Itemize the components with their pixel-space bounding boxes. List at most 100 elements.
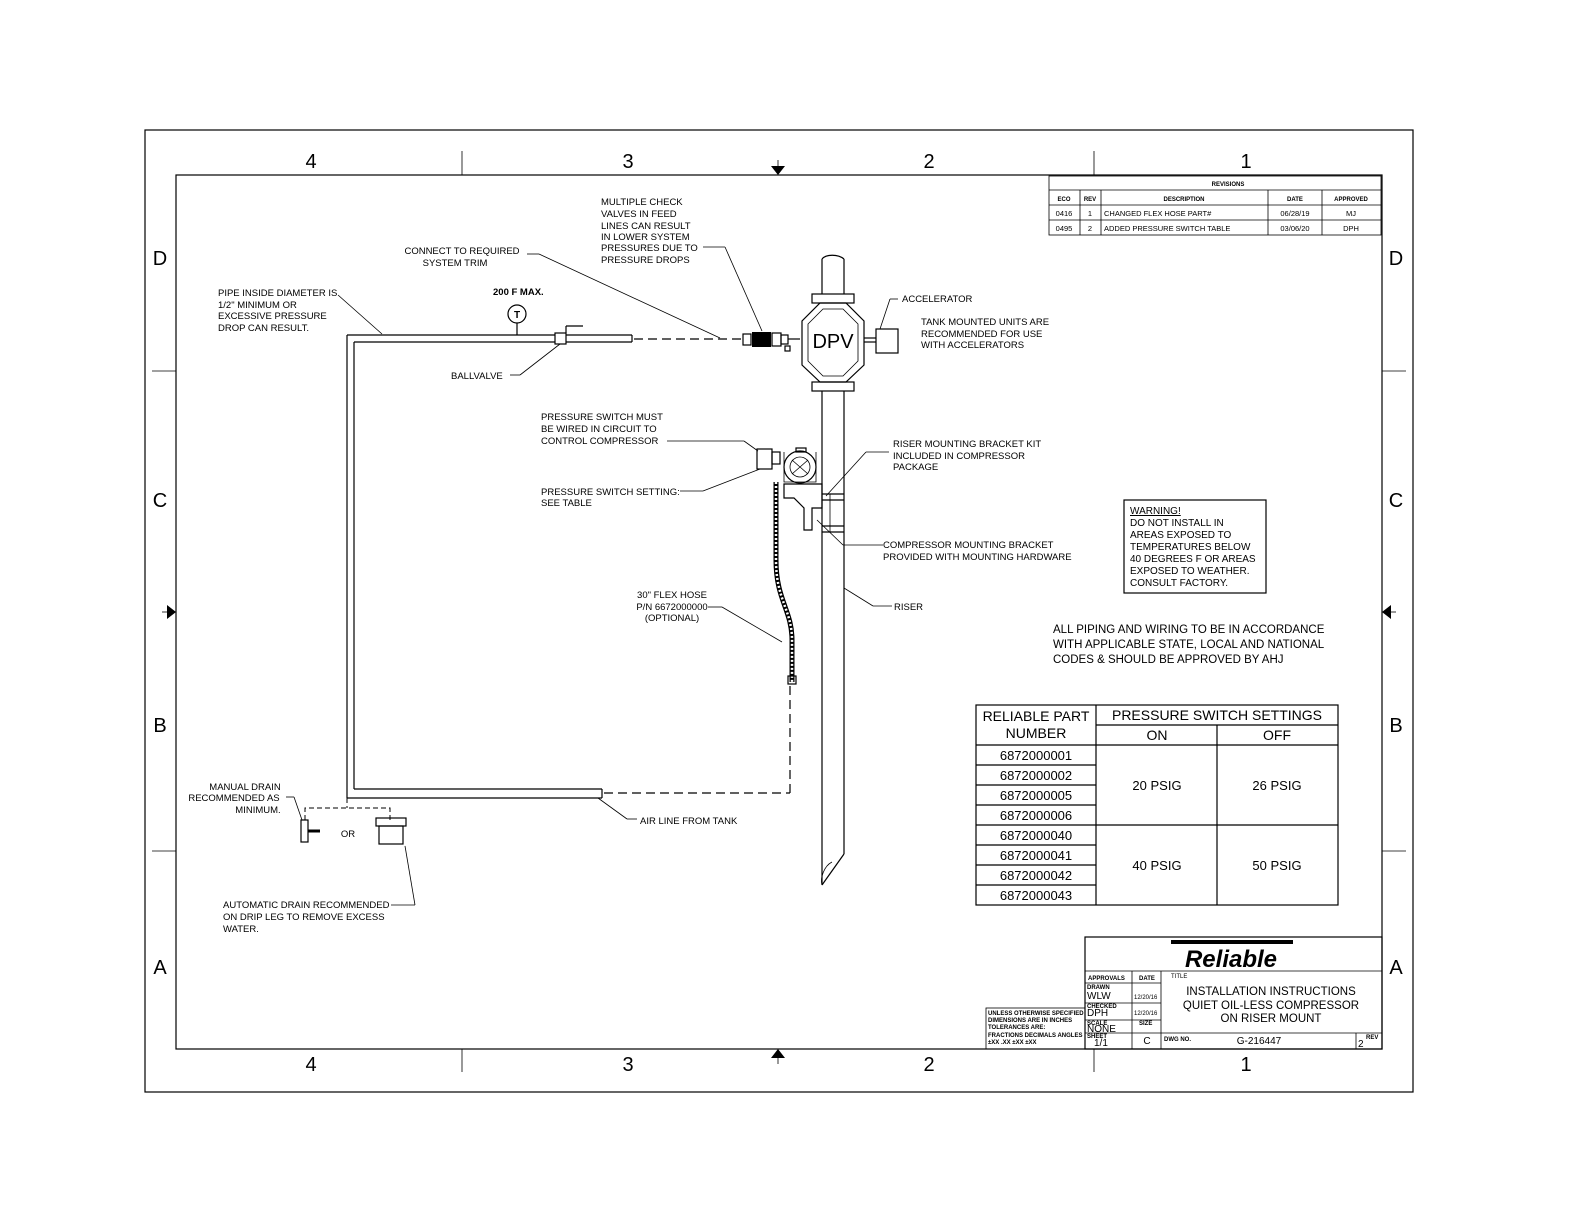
size-label: SIZE — [1139, 1021, 1152, 1027]
warning-line: DO NOT INSTALL IN — [1130, 518, 1224, 529]
svg-text:PROVIDED WITH MOUNTING HARDWAR: PROVIDED WITH MOUNTING HARDWARE — [883, 552, 1072, 563]
svg-text:RECOMMENDED AS: RECOMMENDED AS — [188, 793, 279, 804]
leader-lines — [286, 246, 898, 906]
rev-row-1-eco: 0416 — [1056, 209, 1073, 218]
rev-row-2-eco: 0495 — [1056, 224, 1073, 233]
tolerance-line: UNLESS OTHERWISE SPECIFIED — [988, 1011, 1084, 1017]
accelerator-unit — [864, 328, 899, 354]
table-on-value: 20 PSIG — [1132, 778, 1181, 793]
zone-row-left-b: B — [153, 715, 166, 737]
zone-row-right-d: D — [1389, 248, 1403, 270]
tolerance-line: DIMENSIONS ARE IN INCHES — [988, 1018, 1072, 1024]
table-header-part: RELIABLE PART — [983, 708, 1090, 724]
svg-text:TANK MOUNTED UNITS ARE: TANK MOUNTED UNITS ARE — [921, 317, 1049, 328]
rev-header-approved: APPROVED — [1334, 197, 1368, 203]
check-valve-assembly — [742, 332, 800, 352]
callout-or: OR — [341, 829, 355, 840]
zone-col-bottom-2: 2 — [923, 1054, 934, 1076]
scale-label: SCALE — [1087, 1021, 1107, 1027]
zone-labels: 4 3 2 1 4 3 2 1 D C B A D C B A — [153, 151, 1404, 1076]
checked-label: CHECKED — [1087, 1004, 1117, 1010]
warning-line: 40 DEGREES F OR AREAS — [1130, 554, 1256, 565]
callout-system-trim: CONNECT TO REQUIRED SYSTEM TRIM — [404, 246, 519, 269]
warning-heading: WARNING! — [1130, 506, 1181, 517]
svg-text:MULTIPLE CHECK: MULTIPLE CHECK — [601, 197, 683, 208]
table-header-on: ON — [1147, 727, 1168, 743]
svg-text:PRESSURES DUE TO: PRESSURES DUE TO — [601, 243, 698, 254]
table-on-value: 40 PSIG — [1132, 858, 1181, 873]
warning-box: WARNING! DO NOT INSTALL IN AREAS EXPOSED… — [1123, 499, 1267, 594]
rev-row-1-rev: 1 — [1088, 209, 1092, 218]
outer-border — [144, 129, 1414, 1093]
zone-col-top-2: 2 — [923, 151, 934, 173]
table-part-number: 6872000042 — [1000, 868, 1072, 883]
callout-riser-bracket: RISER MOUNTING BRACKET KIT INCLUDED IN C… — [893, 439, 1041, 473]
size-value: C — [1143, 1036, 1150, 1047]
title-line: INSTALLATION INSTRUCTIONS — [1186, 986, 1356, 998]
scale-value: NONE — [1087, 1024, 1116, 1035]
table-part-number: 6872000001 — [1000, 748, 1072, 763]
dpv-label: DPV — [812, 331, 854, 353]
zone-row-right-a: A — [1389, 957, 1403, 979]
svg-text:WATER.: WATER. — [223, 924, 259, 935]
temperature-gauge-icon: T — [507, 304, 527, 335]
rev-row-2-approved: DPH — [1343, 224, 1359, 233]
svg-text:CONNECT TO REQUIRED: CONNECT TO REQUIRED — [404, 246, 519, 257]
svg-text:ON DRIP LEG TO REMOVE EXCESS: ON DRIP LEG TO REMOVE EXCESS — [223, 912, 385, 923]
callout-temp-max: 200 F MAX. — [493, 287, 544, 298]
brand-logo: Reliable — [1185, 946, 1277, 973]
warning-line: AREAS EXPOSED TO — [1130, 530, 1232, 541]
svg-text:WITH ACCELERATORS: WITH ACCELERATORS — [921, 340, 1024, 351]
manual-drain-valve — [300, 819, 320, 843]
title-line: ON RISER MOUNT — [1221, 1013, 1322, 1025]
callout-ballvalve: BALLVALVE — [451, 371, 503, 382]
warning-line: EXPOSED TO WEATHER. — [1130, 566, 1249, 577]
rev-header-description: DESCRIPTION — [1163, 197, 1204, 203]
rev-row-1-date: 06/28/19 — [1280, 209, 1309, 218]
svg-text:30" FLEX HOSE: 30" FLEX HOSE — [637, 590, 707, 601]
table-header-off: OFF — [1263, 727, 1291, 743]
svg-text:INCLUDED IN COMPRESSOR: INCLUDED IN COMPRESSOR — [893, 451, 1025, 462]
svg-text:LINES CAN RESULT: LINES CAN RESULT — [601, 221, 691, 232]
rev-header-date: DATE — [1287, 197, 1303, 203]
table-header-part-2: NUMBER — [1006, 725, 1067, 741]
zone-row-left-c: C — [153, 490, 167, 512]
automatic-drain-unit — [375, 817, 407, 845]
callout-pressure-switch-setting: PRESSURE SWITCH SETTING: SEE TABLE — [541, 487, 680, 509]
zone-row-left-d: D — [153, 248, 167, 270]
callout-flex-hose: 30" FLEX HOSE P/N 6672000000 (OPTIONAL) — [636, 590, 707, 624]
zone-col-bottom-1: 1 — [1240, 1054, 1251, 1076]
drawn-by: WLW — [1087, 991, 1111, 1002]
rev-header-eco: ECO — [1057, 197, 1070, 203]
svg-text:EXCESSIVE PRESSURE: EXCESSIVE PRESSURE — [218, 311, 327, 322]
svg-text:VALVES IN FEED: VALVES IN FEED — [601, 209, 677, 220]
supply-piping — [304, 334, 791, 820]
checked-by: DPH — [1087, 1008, 1108, 1019]
dwg-number: G-216447 — [1237, 1036, 1282, 1047]
callout-tank-mounted: TANK MOUNTED UNITS ARE RECOMMENDED FOR U… — [921, 317, 1049, 351]
svg-text:COMPRESSOR MOUNTING BRACKET: COMPRESSOR MOUNTING BRACKET — [883, 540, 1054, 551]
callout-pressure-switch-wired: PRESSURE SWITCH MUST BE WIRED IN CIRCUIT… — [541, 412, 663, 447]
rev-row-1-description: CHANGED FLEX HOSE PART# — [1104, 209, 1212, 218]
flex-hose — [773, 482, 797, 685]
svg-text:MANUAL DRAIN: MANUAL DRAIN — [209, 782, 281, 793]
svg-text:BE WIRED IN CIRCUIT TO: BE WIRED IN CIRCUIT TO — [541, 424, 657, 435]
zone-col-bottom-3: 3 — [622, 1054, 633, 1076]
drawn-date: 12/20/16 — [1134, 995, 1158, 1001]
table-off-value: 50 PSIG — [1252, 858, 1301, 873]
title-block: Reliable TITLE INSTALLATION INSTRUCTIONS… — [985, 936, 1383, 1050]
table-part-number: 6872000043 — [1000, 888, 1072, 903]
svg-text:PIPE INSIDE DIAMETER IS: PIPE INSIDE DIAMETER IS — [218, 288, 337, 299]
sheet-value: 1/1 — [1094, 1038, 1108, 1049]
table-part-number: 6872000040 — [1000, 828, 1072, 843]
center-markers — [162, 160, 1396, 1064]
svg-text:RISER MOUNTING BRACKET KIT: RISER MOUNTING BRACKET KIT — [893, 439, 1041, 450]
svg-text:DROP CAN RESULT.: DROP CAN RESULT. — [218, 323, 309, 334]
zone-col-top-3: 3 — [622, 151, 633, 173]
dpv-valve: DPV — [801, 302, 865, 383]
compressor-unit — [756, 447, 844, 533]
date-label: DATE — [1139, 976, 1155, 982]
svg-text:ALL PIPING AND WIRING TO BE IN: ALL PIPING AND WIRING TO BE IN ACCORDANC… — [1053, 624, 1325, 636]
rev-row-1-approved: MJ — [1346, 209, 1356, 218]
